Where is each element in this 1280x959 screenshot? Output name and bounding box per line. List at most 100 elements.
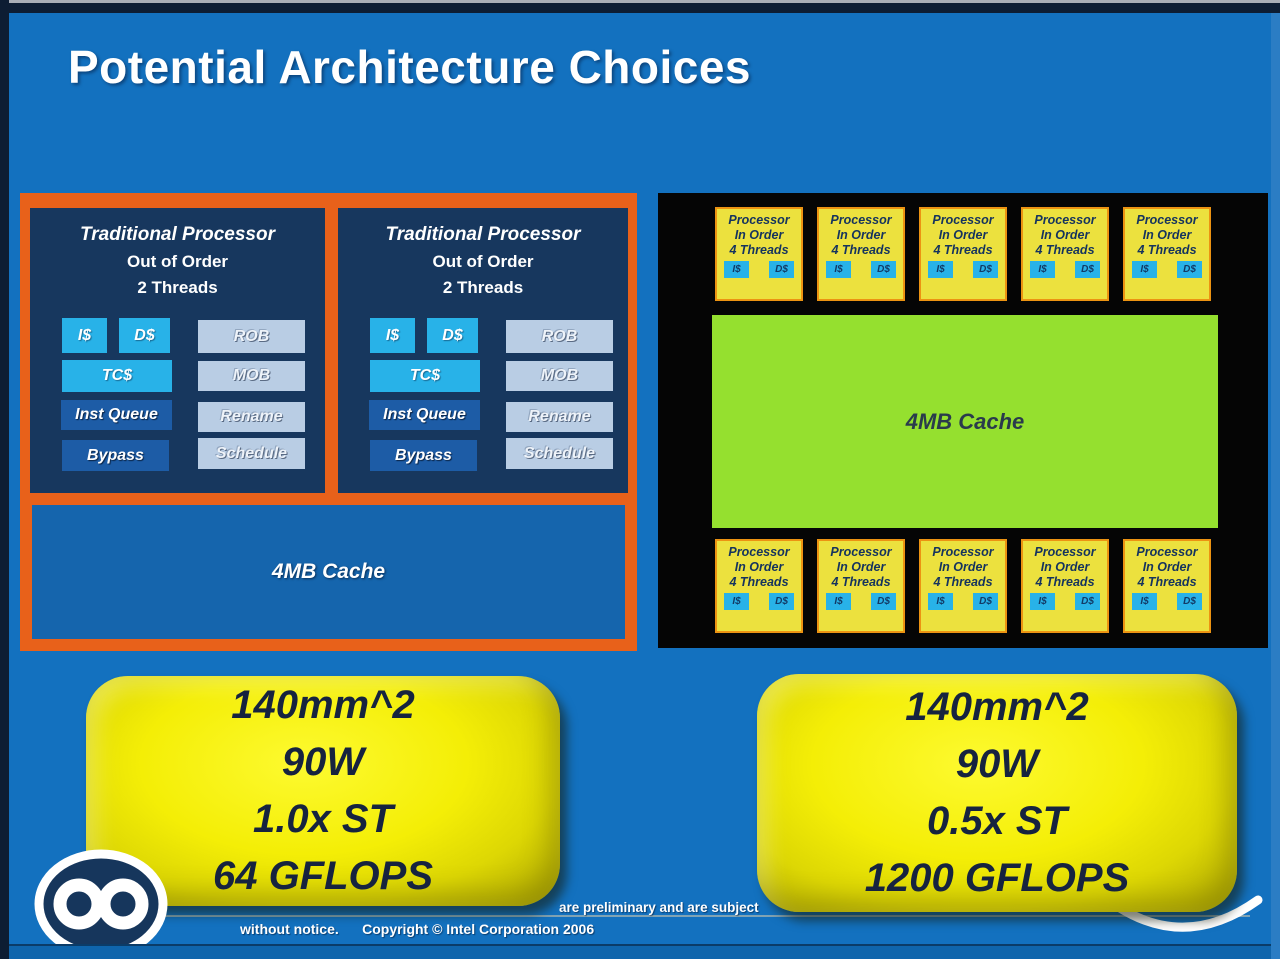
inorder-processor-label-line: In Order (1040, 227, 1090, 242)
traditional-architecture-panel: Traditional Processor Out of Order 2 Thr… (20, 193, 637, 651)
processor-subtitle-order: Out of Order (126, 252, 229, 271)
slide-title: Potential Architecture Choices (68, 41, 752, 93)
mob-chip: MOB (506, 361, 613, 391)
result-line-gflops: 64 GFLOPS (212, 853, 434, 898)
mini-cache-chips: I$D$ (717, 261, 801, 279)
icache-chip: I$ (1030, 261, 1055, 279)
dcache-chip: D$ (973, 261, 998, 279)
inorder-processor-label-line: In Order (938, 227, 988, 242)
result-box-traditional: 140mm^2 90W 1.0x ST 64 GFLOPS (86, 676, 560, 906)
inorder-processor-label-line: 4 Threads (831, 242, 891, 257)
rob-chip: ROB (506, 320, 613, 353)
slide-frame-bottom (0, 944, 1280, 959)
dcache-chip: D$ (1075, 593, 1100, 611)
inorder-processor-label-line: In Order (1142, 227, 1192, 242)
inorder-processor-label-line: Processor (932, 213, 994, 227)
icache-chip: I$ (826, 261, 851, 279)
dcache-chip: D$ (871, 261, 896, 279)
mini-cache-chips: I$D$ (1125, 593, 1209, 611)
icache-chip: I$ (826, 593, 851, 611)
inorder-processor-label-line: In Order (836, 559, 886, 574)
slide-frame-left (0, 0, 9, 959)
bypass-chip: Bypass (370, 440, 477, 471)
inorder-processor-label-line: 4 Threads (933, 242, 993, 257)
slide-frame-top (0, 0, 1280, 13)
infinity-logo (34, 849, 168, 959)
icache-chip: I$ (1030, 593, 1055, 611)
rename-chip: Rename (198, 402, 305, 432)
mini-cache-chips: I$D$ (717, 593, 801, 611)
result-line-gflops: 1200 GFLOPS (864, 855, 1130, 900)
icache-chip: I$ (724, 261, 749, 279)
left-shared-cache: 4MB Cache (32, 505, 625, 639)
dcache-chip: D$ (973, 593, 998, 611)
tcs-chip: TC$ (370, 360, 480, 392)
inorder-processor-label-line: Processor (1034, 213, 1096, 227)
footer-copyright: without notice. Copyright © Intel Corpor… (240, 921, 595, 937)
inorder-processor-label-line: In Order (1142, 559, 1192, 574)
inorder-processor-label-line: In Order (1040, 559, 1090, 574)
result-line-area: 140mm^2 (231, 683, 415, 728)
inorder-processor-label-line: 4 Threads (1137, 242, 1197, 257)
dcache-chip: D$ (427, 318, 478, 353)
inorder-processor-label-line: Processor (1136, 545, 1198, 559)
bypass-chip: Bypass (62, 440, 169, 471)
inorder-processor-label-line: Processor (1034, 545, 1096, 559)
inorder-processor-label-line: Processor (830, 213, 892, 227)
icache-chip: I$ (62, 318, 107, 353)
mini-cache-chips: I$ D$ (1023, 593, 1107, 611)
mini-cache-chips: I$D$ (1023, 261, 1107, 279)
rename-chip: Rename (506, 402, 613, 432)
schedule-chip: Schedule (198, 438, 305, 469)
traditional-processor-box-1: Traditional Processor Out of Order 2 Thr… (30, 208, 325, 493)
tcs-chip: TC$ (62, 360, 172, 392)
icache-chip: I$ (1132, 593, 1157, 611)
dcache-chip: D$ (119, 318, 170, 353)
inorder-processor-label-line: 4 Threads (1035, 574, 1095, 589)
inorder-processor-label-line: In Order (836, 227, 886, 242)
result-line-st: 0.5x ST (926, 799, 1068, 843)
inst-queue-chip: Inst Queue (61, 400, 172, 430)
mini-cache-chips: I$ D$ (819, 593, 903, 611)
dcache-chip: D$ (769, 593, 794, 611)
inorder-processor-label-line: Processor (728, 213, 790, 227)
processor-heading: Traditional Processor Out of Order 2 Thr… (338, 224, 628, 304)
schedule-chip: Schedule (506, 438, 613, 469)
mini-cache-chips: I$ D$ (819, 261, 903, 279)
icache-chip: I$ (928, 593, 953, 611)
mini-cache-chips: I$ D$ (921, 261, 1005, 279)
result-line-power: 90W (281, 740, 365, 785)
icache-chip: I$ (1132, 261, 1157, 279)
processor-heading: Traditional Processor Out of Order 2 Thr… (30, 224, 325, 304)
icache-chip: I$ (928, 261, 953, 279)
result-line-power: 90W (955, 742, 1039, 787)
dcache-chip: D$ (1177, 261, 1202, 279)
result-line-area: 140mm^2 (905, 685, 1089, 730)
mob-chip: MOB (198, 361, 305, 391)
right-shared-cache: 4MB Cache (712, 315, 1218, 528)
inorder-processor-label-line: In Order (938, 559, 988, 574)
intel-swoosh-icon (1115, 895, 1263, 932)
processor-subtitle-threads: 2 Threads (137, 278, 218, 297)
dcache-chip: D$ (871, 593, 896, 611)
processor-title: Traditional Processor (80, 224, 275, 245)
inorder-processor-label-line: 4 Threads (729, 574, 789, 589)
